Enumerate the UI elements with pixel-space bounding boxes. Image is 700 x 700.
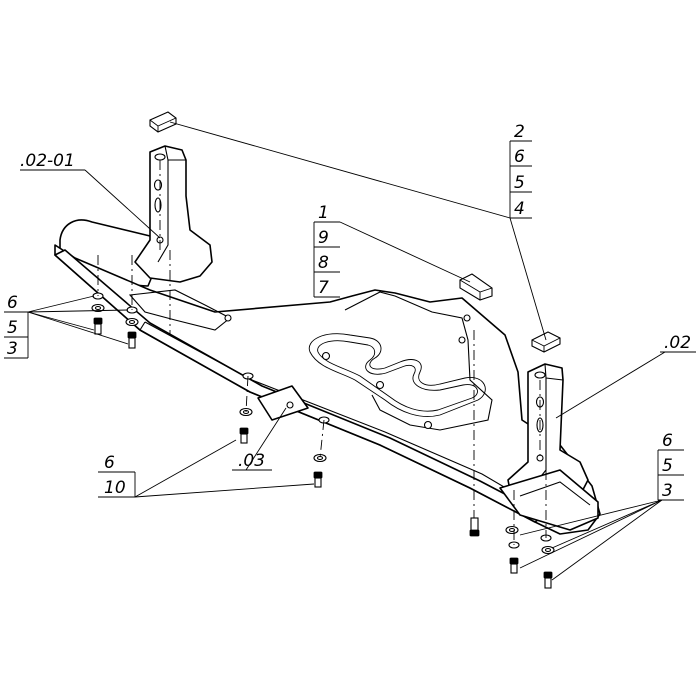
small-plate-03: [257, 385, 309, 421]
label-br-2: 5: [662, 456, 673, 476]
label-bl-2: 10: [104, 478, 126, 498]
label-shelves: [4, 140, 696, 501]
label-c-4: 7: [318, 278, 329, 298]
callout-labels: .02-01 2 6 5 4 1 9 8 7 6 5 3 .03 6 10 .0…: [7, 122, 691, 501]
label-bl-1: 6: [104, 453, 115, 473]
clip-center: [459, 273, 493, 301]
leader-lines: [27, 121, 666, 581]
bracket-right: [499, 363, 599, 531]
center-lines: [97, 160, 547, 545]
label-tr-4: 4: [514, 199, 525, 219]
label-c-1: 1: [318, 203, 329, 223]
bracket-left: [134, 145, 213, 283]
label-plate-small: .03: [238, 451, 265, 471]
clip-left-top: [149, 111, 177, 133]
bolt-group-left: [91, 292, 139, 349]
label-l-2: 5: [7, 318, 18, 338]
label-bracket-left: .02-01: [20, 151, 75, 171]
label-c-2: 9: [318, 228, 329, 248]
label-br-3: 3: [662, 481, 673, 501]
label-br-1: 6: [662, 431, 673, 451]
label-bracket-right: .02: [664, 333, 691, 353]
label-tr-3: 5: [514, 173, 525, 193]
label-c-3: 8: [318, 253, 329, 273]
label-tr-1: 2: [514, 122, 525, 142]
clip-right-top: [531, 331, 561, 353]
label-l-3: 3: [7, 339, 18, 359]
label-tr-2: 6: [514, 147, 525, 167]
label-l-1: 6: [7, 293, 18, 313]
bolt-group-right: [469, 517, 555, 589]
